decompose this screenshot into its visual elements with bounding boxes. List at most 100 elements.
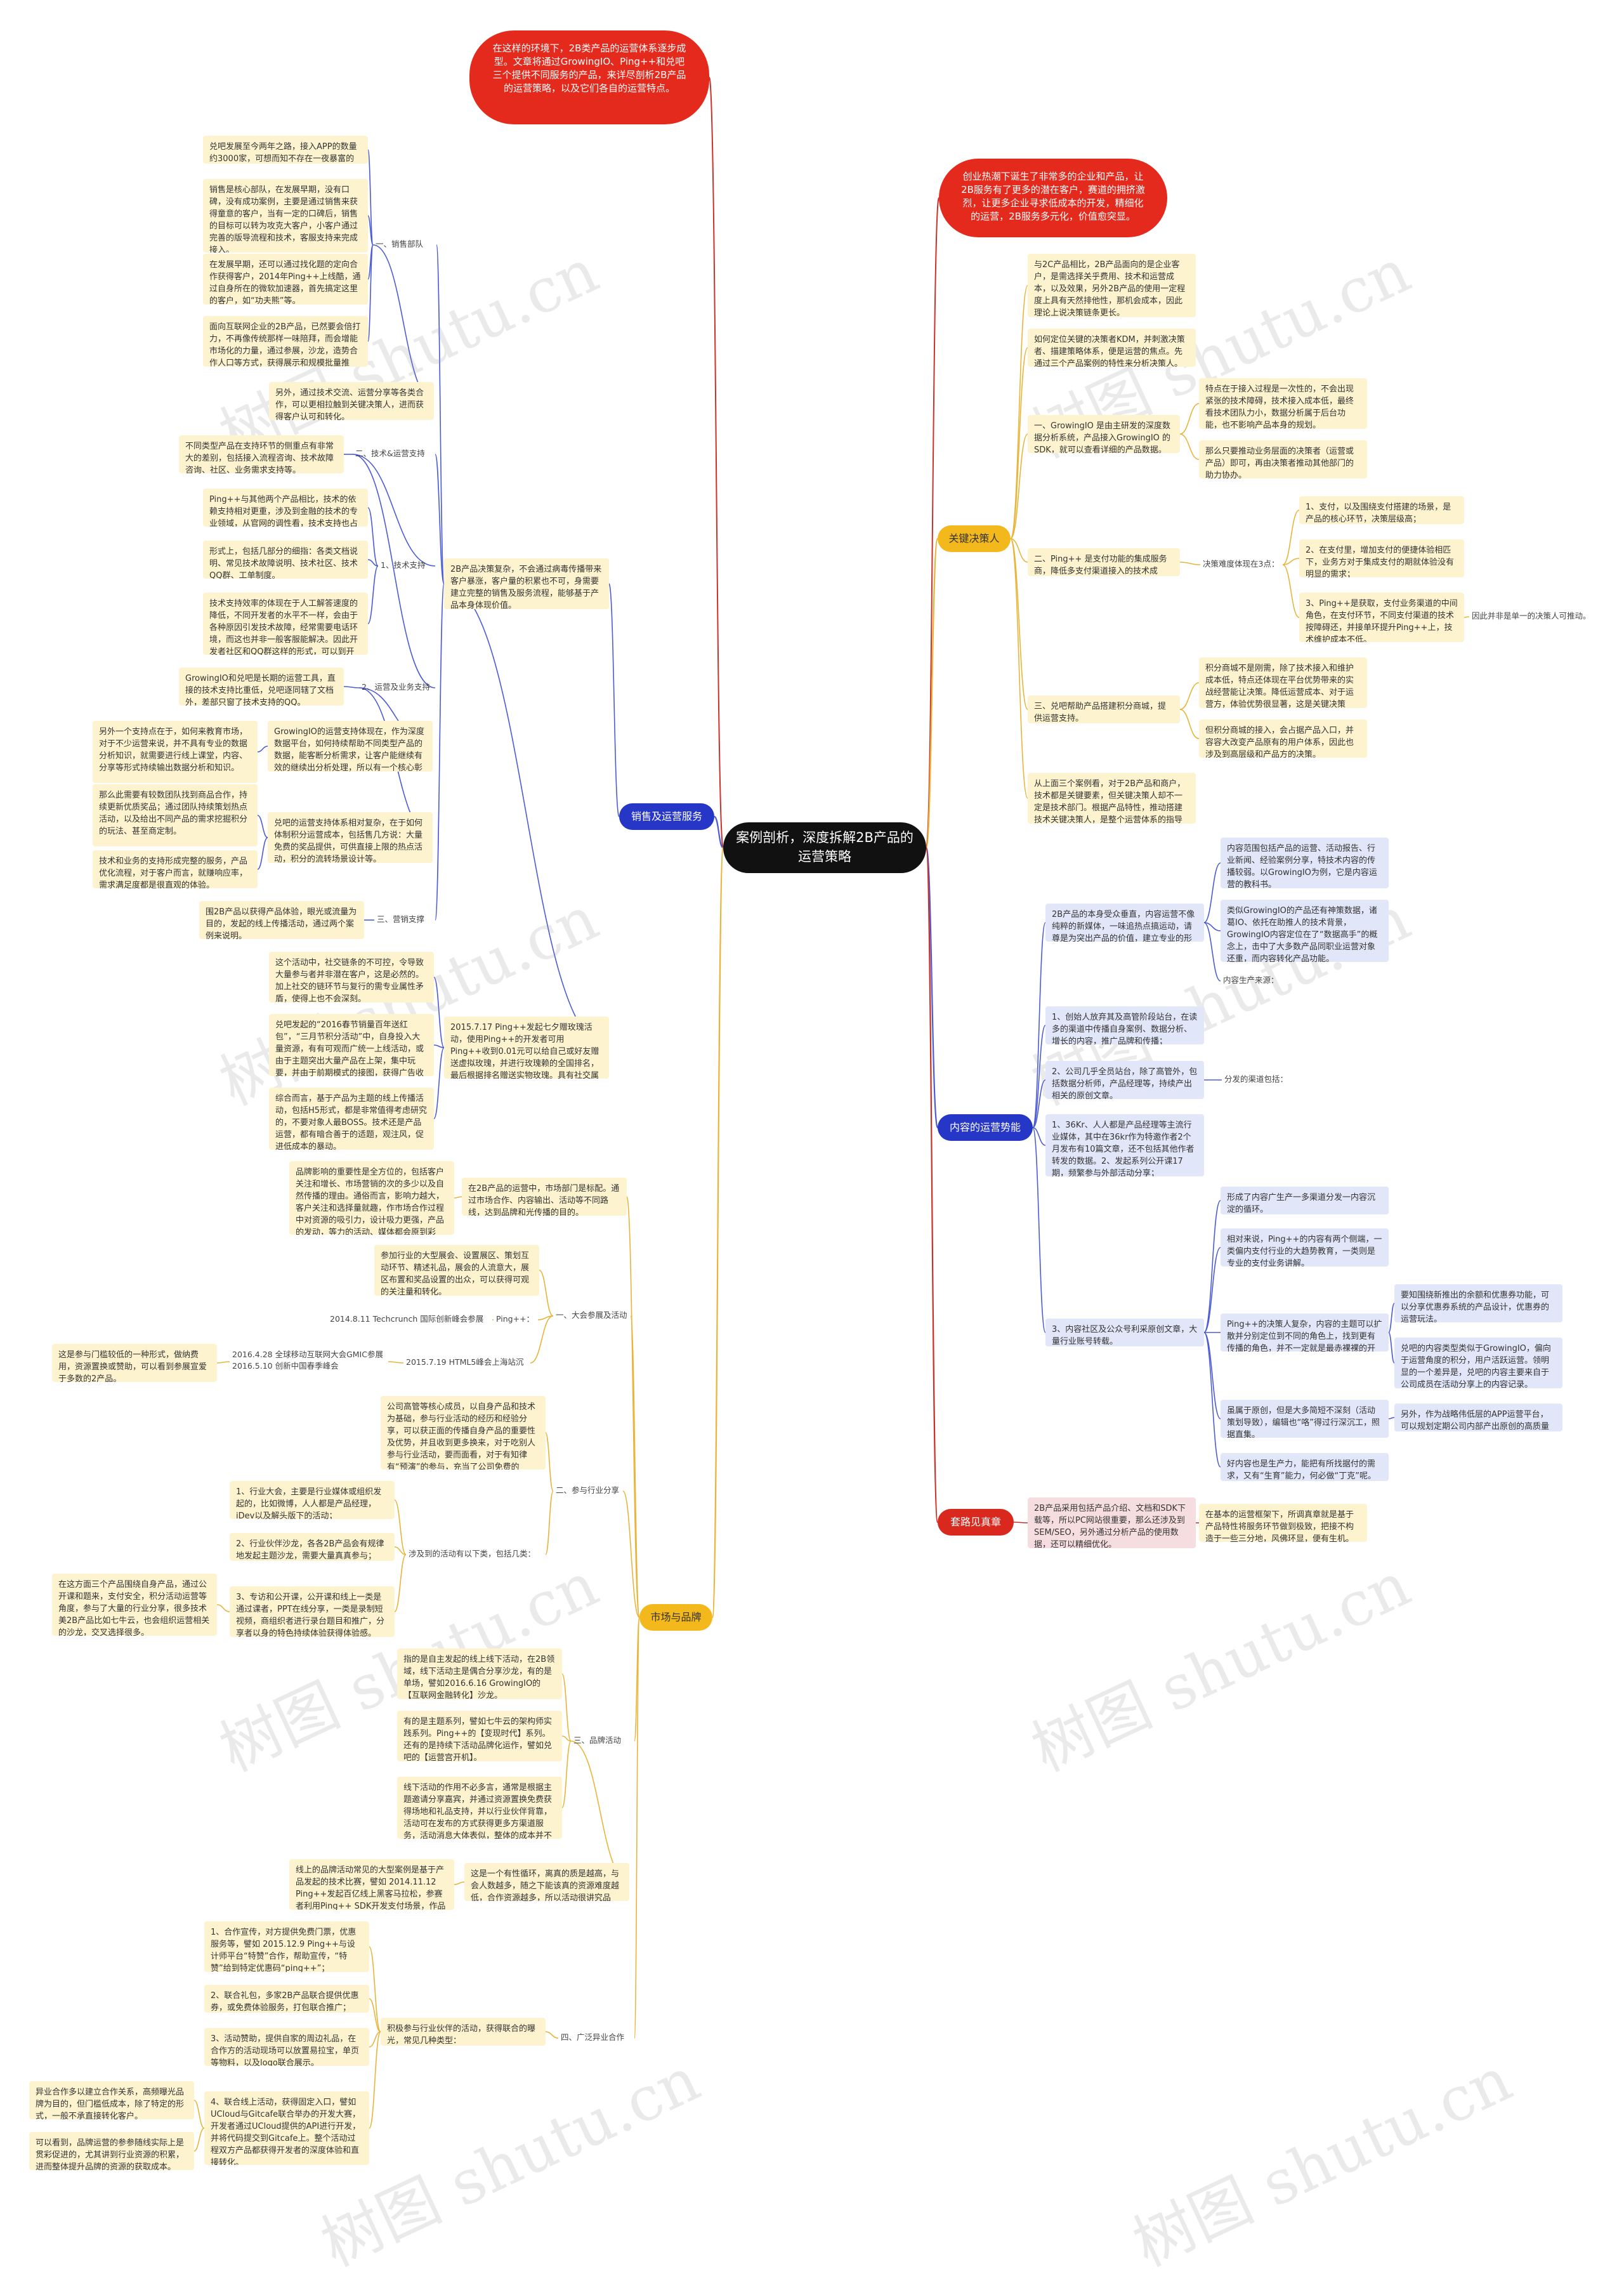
- connector-line: [454, 1196, 462, 1199]
- trap-pc-website: 2B产品采用包括产品介绍、文档和SDK下载等，所以PC网站很重要，那么还涉及到S…: [1028, 1497, 1196, 1548]
- central-topic[interactable]: 案例剖析，深度拆解2B产品的运营策略: [723, 822, 926, 873]
- connector-line: [925, 846, 939, 1523]
- connector-line: [545, 1432, 554, 1492]
- branch-routine-truth[interactable]: 套路见真章: [938, 1509, 1014, 1536]
- connector-line: [630, 1315, 640, 1618]
- content-duiba-type: 兑吧的内容类型类似于GrowingIO，偏向于运营角度的积分，用户活跃运营。领明…: [1394, 1338, 1562, 1388]
- market-pingpp-label: Ping++：: [496, 1314, 535, 1324]
- content-productivity: 好内容也是生产力，能把有所找据付的需求，又有“生育”能力，何必做“丁克”呢。: [1221, 1453, 1389, 1481]
- market-virtuous-cycle: 这是一个有性循环，离真的质是越高，与会人数越多，随之下能该真的资源难度越低，合作…: [464, 1863, 629, 1901]
- connector-line: [561, 1735, 572, 1742]
- connector-line: [545, 2031, 559, 2039]
- connector-line: [1010, 285, 1028, 539]
- connector-line: [1179, 682, 1200, 710]
- sales-overview: 2B产品决策复杂，不会通过病毒传播带来客户暴涨，客户量的积累也不可，身需要建立完…: [444, 558, 609, 609]
- market-crossover-purpose: 异业合作多以建立合作关系，高频曝光品牌为目的，但门槛低成本，除了特定的形式，一般…: [29, 2081, 194, 2119]
- content-growingio-positioning: 类似GrowingIO的产品还有神策数据，诸葛IO、依托在助推人的技术背景，Gr…: [1221, 900, 1389, 962]
- sales-pingpp-tech: Ping++与其他两个产品相比，技术的依赖支持相对更重，涉及到金融的技术的专业领…: [203, 489, 368, 527]
- key-pingpp-difficulty-label: 决策难度体现在3点：: [1203, 559, 1280, 569]
- content-positioning: 2B产品的本身受众垂直，内容运营不像纯粹的新媒体，一味追热点搞运动，请尊是为突出…: [1045, 904, 1204, 942]
- market-crossover-label: 四、广泛异业合作: [561, 2032, 625, 2042]
- market-sharing-types-label: 涉及到的活动有以下类，包括几类：: [409, 1549, 536, 1558]
- sales-duiba-support: 兑吧的运营支持体系相对复杂，在于如何体制积分运营成本，包括售几方说：大量免费的奖…: [268, 812, 433, 863]
- market-crossover-desc: 积极参与行业伙伴的活动，获得联合的曝光，常见几种类型：: [381, 2018, 546, 2046]
- connector-line: [561, 1673, 572, 1742]
- connector-line: [1203, 1332, 1221, 1468]
- connector-line: [926, 197, 940, 848]
- connector-line: [713, 815, 724, 849]
- sales-tech-efficiency: 技术支持效率的体现在于人工解答速度的降低，不同开发者的水平不一样，会由于各种原因…: [203, 593, 368, 655]
- branch-market-brand[interactable]: 市场与品牌: [639, 1604, 712, 1631]
- sales-duiba-newyear: 兑吧发起的“2016春节销量百年送红包”，“三月节积分活动”中，自身投入大量资源…: [269, 1014, 434, 1076]
- market-overview: 在2B产品的运营中，市场部门是标配。通过市场合作、内容输出、活动等不同路线，达到…: [462, 1178, 627, 1216]
- connector-line: [372, 244, 435, 402]
- connector-line: [394, 1554, 407, 1612]
- connector-line: [369, 1998, 381, 2032]
- connector-line: [216, 1604, 230, 1612]
- market-html5-summit: 2015.7.19 HTML5峰会上海站沉吧：: [406, 1357, 524, 1369]
- market-joint-package: 2、联合礼包，多家2B产品联合提供优惠券，或免费体验服务，打包联合推广；: [204, 1985, 369, 2013]
- connector-line: [1032, 1127, 1046, 1146]
- connector-line: [545, 1490, 554, 1555]
- connector-line: [369, 2031, 381, 2048]
- connector-line: [1282, 558, 1300, 565]
- connector-line: [367, 215, 374, 246]
- connector-line: [1179, 709, 1200, 739]
- sales-growingio-support: GrowingIO的运营支持体现在，作为深度数据平台，如何持续帮助不同类型产品的…: [268, 721, 433, 772]
- branch-content-momentum[interactable]: 内容的运营势能: [938, 1114, 1033, 1141]
- connector-line: [925, 537, 939, 849]
- sales-service-experience: 技术和业务的支持形成完整的服务，产品优化流程，对于客户而言，就赚响应率，需求满足…: [93, 850, 258, 888]
- connector-line: [1010, 538, 1028, 799]
- intro-left-bubble[interactable]: 在这样的环境下，2B类产品的运营体系逐步成型。文章将通过GrowingIO、Pi…: [469, 30, 709, 124]
- connector-line: [1282, 510, 1300, 565]
- content-distribution-label: 分发的渠道包括：: [1224, 1074, 1288, 1084]
- connector-line: [608, 583, 620, 817]
- sales-tech-forms: 形式上，包括几部分的细指：各类文档说明、常见技术故障说明、技术社区、技术QQ群、…: [203, 541, 368, 579]
- content-founder-voice: 1、创始人放弃其及高管阶段站台，在读多的渠道中传播自身案例、数据分析、增长的内容…: [1045, 1006, 1204, 1044]
- connector-line: [443, 583, 610, 1048]
- market-joint-promotion: 1、合作宣传，对方提供免费门票，优惠服务等，譬如 2015.12.9 Ping+…: [204, 1921, 369, 1972]
- key-note-2b-vs-2c: 与2C产品相比，2B产品面向的是企业客户，是需选择关乎费用、技术和运营成本，以及…: [1028, 254, 1196, 317]
- connector-line: [1032, 1025, 1046, 1128]
- connector-line: [436, 244, 445, 584]
- market-exhibition-desc: 参加行业的大型展会、设置展区、策划互动环节、精述礼品，展会的人流意大，展区布置和…: [374, 1245, 539, 1296]
- key-growingio-feature: 特点在于接入过程是一次性的，不会出现紧张的技术障碍，技术接入成本低，最终看技术团…: [1199, 378, 1367, 429]
- sales-team-label: 一、销售部队: [376, 239, 424, 249]
- connector-line: [388, 1361, 404, 1364]
- sales-ops-support-label: 2、运营及业务支持: [362, 682, 430, 692]
- connector-line: [193, 2100, 205, 2129]
- connector-line: [1010, 433, 1028, 539]
- key-pingpp-point-3: 3、Ping++是获取，支付业务渠道的中间角色，在支付环节，不同支付渠道的技术按…: [1299, 593, 1464, 642]
- sales-duiba-rewards: 那么此需要有较数团队找到商品合作，持续更新优质奖品；通过团队持续策划热点活动，以…: [93, 784, 258, 846]
- connector-line: [1203, 862, 1221, 923]
- connector-lines: [193, 77, 1470, 2152]
- market-online-joint-event: 4、联合线上活动，获得固定入口，譬如 UCloud与Gitcafe联合举办的开发…: [204, 2091, 369, 2165]
- content-internal-production: 另外，作为战略伟低层的APP运营平台，可以规划定期公司内部产出原创的高质量内容。: [1394, 1404, 1562, 1431]
- connector-line: [367, 244, 374, 342]
- connector-line: [1010, 347, 1028, 539]
- intro-right-bubble[interactable]: 创业热潮下诞生了非常多的企业和产品，让2B服务有了更多的潜在客户，赛道的拥挤激烈…: [939, 159, 1167, 237]
- connector-line: [709, 77, 724, 848]
- key-pingpp: 二、Ping++ 是支付功能的集成服务商，降低多支付渠道接入的技术成本。: [1028, 548, 1180, 576]
- key-growingio: 一、GrowingIO 是由主研发的深度数据分析系统，产品接入GrowingIO…: [1028, 415, 1180, 453]
- connector-line: [193, 2128, 205, 2152]
- connector-line: [216, 1361, 230, 1364]
- sales-early-partnership: 在发展早期，还可以通过找化题的定向合作获得客户，2014年Ping++上线酷，通…: [203, 254, 368, 305]
- connector-line: [1032, 1079, 1046, 1128]
- market-partner-salon: 2、行业伙伴沙龙，各各2B产品会有规律地发起主题沙龙，需要大量真真参与；: [230, 1533, 395, 1561]
- sales-qixi-campaign: 2015.7.17 Ping++发起七夕赠玫瑰活动，使用Ping++的开发者可用…: [444, 1016, 609, 1079]
- connector-line: [435, 454, 445, 584]
- content-original-short: 虽属于原创，但是大多简短不深刻（活动策划导致），编辑也“咯”得过行深沉工，照据直…: [1221, 1400, 1389, 1438]
- connector-line: [369, 2031, 381, 2129]
- content-all-staff: 2、公司几乎全员站台，除了高管外，包括数据分析师，产品经理等，持续产出相关的原创…: [1045, 1061, 1204, 1099]
- key-duiba-note-a: 积分商城不是刚需，除了技术接入和维护成本低，特点还体现在平台优势带来的实战经营能…: [1199, 657, 1367, 708]
- branch-sales-operations[interactable]: 销售及运营服务: [619, 803, 714, 830]
- sales-support-difference: 不同类型产品在支持环节的侧重点有非常大的差别，包括接入流程咨询、技术故障咨询、社…: [179, 435, 344, 473]
- connector-line: [394, 1499, 407, 1555]
- sales-qixi-analysis: 这个活动中，社交链条的不可控，令导致大量参与者并非潜在客户，这是必然的。加上社交…: [269, 952, 434, 1003]
- connector-line: [634, 1617, 640, 1742]
- sales-marketing-label: 三、营销支撑: [377, 914, 425, 924]
- sales-tech-exchange: 另外，通过技术交流、运营分享等各类合作，可以更相拉触到关键决策人，进而获得客户认…: [269, 382, 434, 420]
- connector-line: [1388, 1332, 1395, 1364]
- branch-key-decision-maker[interactable]: 关键决策人: [938, 525, 1011, 552]
